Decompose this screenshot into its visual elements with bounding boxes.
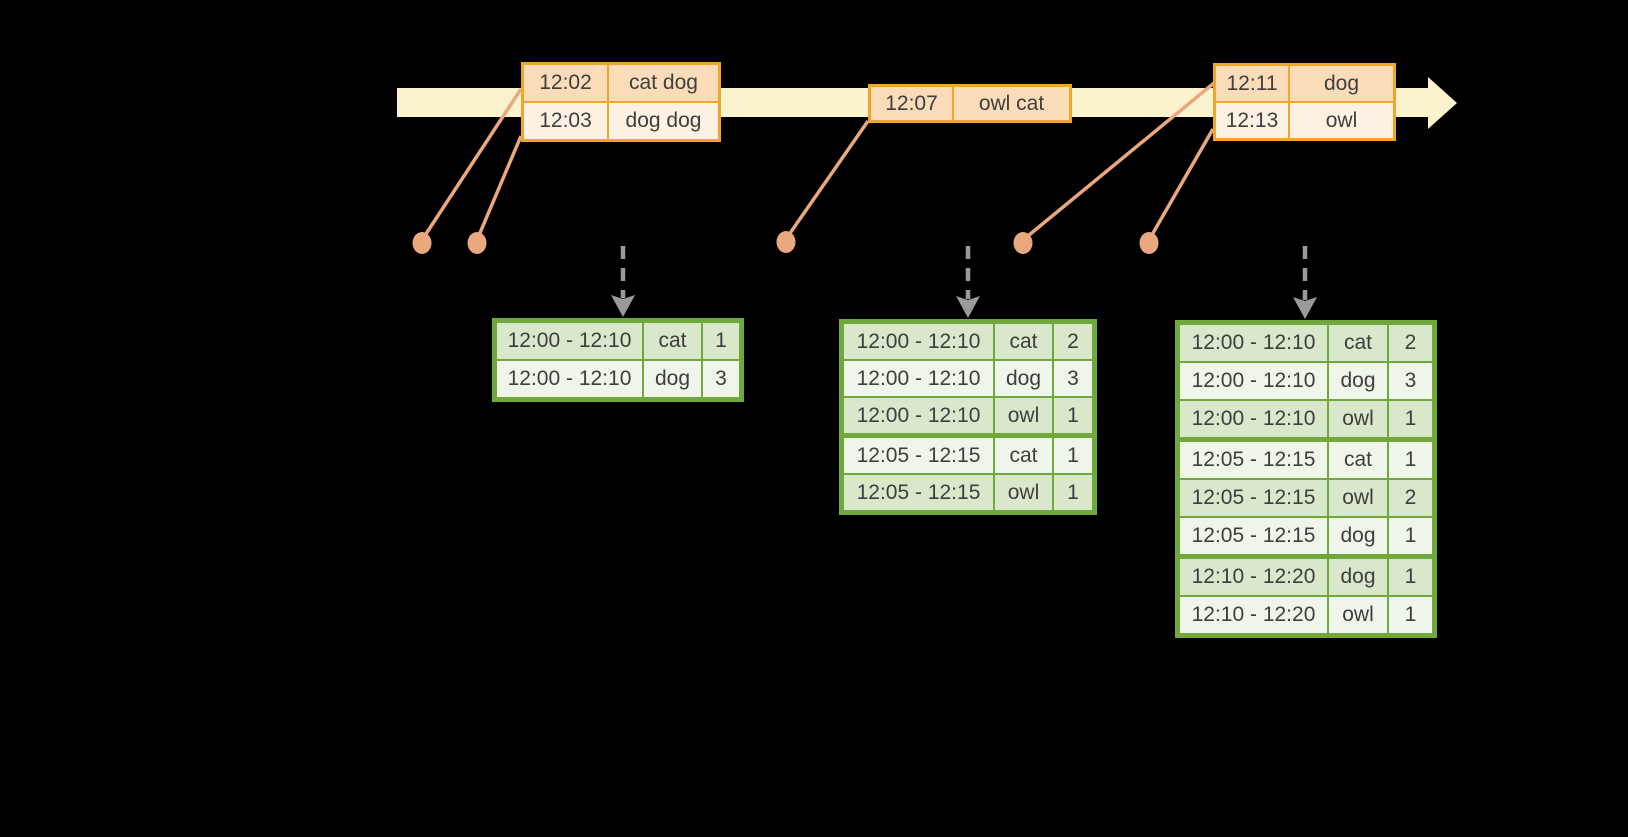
event-words-cell: cat dog bbox=[609, 65, 718, 101]
window-range-cell: 12:00 - 12:10 bbox=[844, 361, 995, 396]
word-cell: owl bbox=[1329, 480, 1389, 516]
event-connector-line bbox=[420, 88, 523, 241]
trigger-arrowhead-icon bbox=[956, 296, 980, 318]
event-time-cell: 12:13 bbox=[1216, 103, 1290, 138]
count-cell: 3 bbox=[703, 361, 739, 397]
count-cell: 1 bbox=[1389, 597, 1432, 633]
window-range-cell: 12:00 - 12:10 bbox=[1180, 363, 1329, 399]
word-cell: dog bbox=[1329, 363, 1389, 399]
count-cell: 2 bbox=[1054, 324, 1092, 359]
event-time-cell: 12:02 bbox=[524, 65, 609, 101]
word-cell: cat bbox=[1329, 325, 1389, 361]
count-cell: 1 bbox=[703, 323, 739, 359]
event-dot bbox=[776, 231, 796, 253]
window-range-cell: 12:05 - 12:15 bbox=[1180, 442, 1329, 478]
event-words-cell: dog bbox=[1290, 66, 1393, 101]
count-cell: 1 bbox=[1054, 475, 1092, 510]
count-cell: 1 bbox=[1389, 401, 1432, 437]
word-cell: owl bbox=[1329, 401, 1389, 437]
word-cell: cat bbox=[995, 324, 1054, 359]
window-range-cell: 12:05 - 12:15 bbox=[1180, 518, 1329, 554]
count-cell: 1 bbox=[1389, 518, 1432, 554]
count-cell: 1 bbox=[1054, 398, 1092, 433]
word-cell: dog bbox=[995, 361, 1054, 396]
word-cell: owl bbox=[995, 398, 1054, 433]
window-range-cell: 12:00 - 12:10 bbox=[1180, 401, 1329, 437]
trigger-arrowhead-icon bbox=[1293, 297, 1317, 319]
trigger-arrowhead-icon bbox=[611, 295, 635, 317]
window-range-cell: 12:00 - 12:10 bbox=[1180, 325, 1329, 361]
window-range-cell: 12:05 - 12:15 bbox=[844, 438, 995, 473]
word-cell: cat bbox=[1329, 442, 1389, 478]
word-cell: owl bbox=[1329, 597, 1389, 633]
count-cell: 1 bbox=[1389, 559, 1432, 595]
event-connector-line bbox=[1147, 128, 1215, 241]
window-range-cell: 12:05 - 12:15 bbox=[1180, 480, 1329, 516]
word-cell: dog bbox=[1329, 559, 1389, 595]
window-range-cell: 12:05 - 12:15 bbox=[844, 475, 995, 510]
timeline-arrowhead-icon bbox=[1428, 77, 1457, 129]
window-range-cell: 12:10 - 12:20 bbox=[1180, 559, 1329, 595]
event-dot bbox=[1139, 232, 1159, 254]
event-words-cell: owl cat bbox=[954, 87, 1069, 120]
window-range-cell: 12:00 - 12:10 bbox=[497, 361, 644, 397]
window-range-cell: 12:00 - 12:10 bbox=[844, 324, 995, 359]
event-time-cell: 12:03 bbox=[524, 103, 609, 139]
event-time-cell: 12:11 bbox=[1216, 66, 1290, 101]
event-connector-line bbox=[1021, 81, 1216, 242]
count-cell: 1 bbox=[1054, 438, 1092, 473]
window-range-cell: 12:00 - 12:10 bbox=[844, 398, 995, 433]
count-cell: 2 bbox=[1389, 325, 1432, 361]
event-dot bbox=[467, 232, 487, 254]
count-cell: 3 bbox=[1389, 363, 1432, 399]
window-range-cell: 12:00 - 12:10 bbox=[497, 323, 644, 359]
word-cell: cat bbox=[995, 438, 1054, 473]
word-cell: dog bbox=[1329, 518, 1389, 554]
event-connector-line bbox=[784, 120, 870, 240]
event-connector-line bbox=[475, 135, 523, 241]
event-words-cell: dog dog bbox=[609, 103, 718, 139]
word-cell: cat bbox=[644, 323, 703, 359]
event-dot bbox=[412, 232, 432, 254]
word-cell: dog bbox=[644, 361, 703, 397]
count-cell: 3 bbox=[1054, 361, 1092, 396]
event-words-cell: owl bbox=[1290, 103, 1393, 138]
event-dot bbox=[1013, 232, 1033, 254]
window-range-cell: 12:10 - 12:20 bbox=[1180, 597, 1329, 633]
event-time-cell: 12:07 bbox=[871, 87, 954, 120]
count-cell: 2 bbox=[1389, 480, 1432, 516]
word-cell: owl bbox=[995, 475, 1054, 510]
count-cell: 1 bbox=[1389, 442, 1432, 478]
